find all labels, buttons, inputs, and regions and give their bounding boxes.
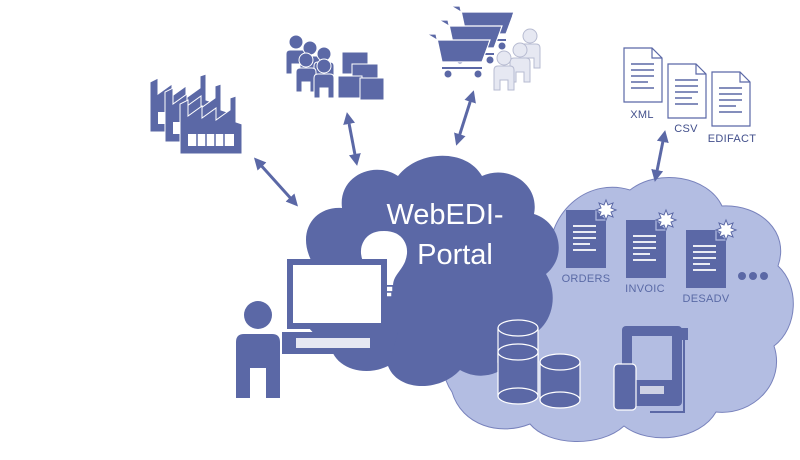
database-icon: [497, 319, 581, 409]
tablet-device-icon: [613, 326, 688, 413]
arrow-formats: [651, 130, 669, 182]
portal-title-line1: WebEDI-: [386, 199, 503, 231]
factory-icon: [149, 73, 243, 155]
format-label-edifact: EDIFACT: [708, 133, 757, 145]
connection-arrows: [253, 90, 669, 207]
format-label-xml: XML: [630, 109, 654, 121]
doc-label-desadv: DESADV: [682, 293, 729, 305]
ellipsis-icon: [738, 272, 768, 280]
arrow-factory: [253, 157, 299, 207]
doc-label-invoic: INVOIC: [625, 283, 665, 295]
computer-icon: [282, 259, 398, 354]
doc-label-orders: ORDERS: [562, 273, 611, 285]
format-documents: XML CSV EDIFACT: [623, 47, 757, 145]
shopping-cart-icon: [427, 5, 541, 91]
person-icon: [236, 301, 280, 398]
arrow-retail: [454, 90, 476, 146]
format-label-csv: CSV: [674, 123, 698, 135]
portal-title-line2: Portal: [417, 239, 493, 271]
edi-documents: ORDERS INVOIC DESADV: [562, 199, 737, 305]
customer-group-icon: [285, 34, 385, 101]
arrow-customers: [343, 112, 361, 166]
